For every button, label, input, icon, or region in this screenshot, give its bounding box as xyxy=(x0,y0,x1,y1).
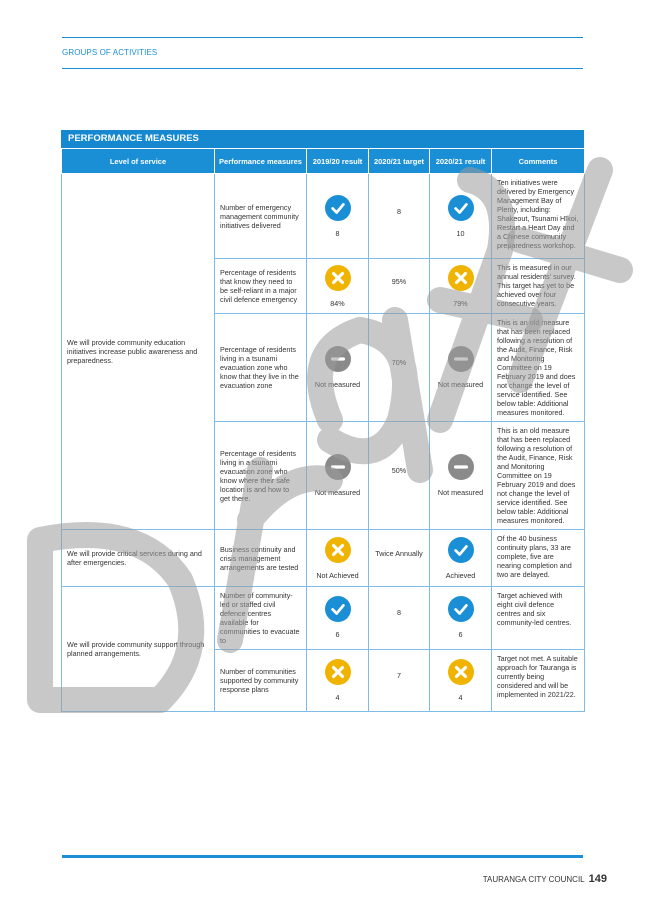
result-1920-cell: 84% xyxy=(306,258,369,314)
result-1920-cell-value: Not measured xyxy=(314,380,361,389)
result-1920-cell-value: 84% xyxy=(330,299,345,308)
result-2021-cell: 4 xyxy=(429,649,492,712)
check-icon xyxy=(324,195,351,221)
result-2021-cell: 79% xyxy=(429,258,492,314)
check-icon xyxy=(447,537,474,563)
table-row: Number of communities supported by commu… xyxy=(62,649,585,712)
level-of-service-cell: We will provide critical services during… xyxy=(61,529,215,587)
comment-cell: This is an old measure that has been rep… xyxy=(491,313,585,422)
check-icon xyxy=(447,195,474,221)
comment-cell: This is an old measure that has been rep… xyxy=(491,421,585,530)
target-2021-cell: 8 xyxy=(368,586,430,650)
target-2021-cell: Twice Annually xyxy=(368,529,430,587)
result-2021-cell: 10 xyxy=(429,173,492,259)
page-number: 149 xyxy=(588,873,607,885)
target-2021-value: 7 xyxy=(397,671,401,680)
minus-icon xyxy=(324,346,351,372)
target-2021-cell: 95% xyxy=(368,258,430,314)
result-1920-cell-value: Not Achieved xyxy=(316,571,359,580)
target-2021-value: 70% xyxy=(391,358,407,367)
header-bottom-rule xyxy=(62,68,583,69)
table-row: We will provide community education init… xyxy=(61,173,585,530)
footer-rule xyxy=(62,855,583,858)
result-2021-cell: Not measured xyxy=(429,313,492,422)
result-2021-cell: 6 xyxy=(429,586,492,650)
result-1920-cell-value: 4 xyxy=(335,693,340,702)
target-2021-value: Twice Annually xyxy=(375,549,423,558)
table-row: We will provide community support throug… xyxy=(61,586,585,712)
comment-cell: Of the 40 business continuity plans, 33 … xyxy=(491,529,585,587)
target-2021-cell: 8 xyxy=(368,173,430,259)
result-2021-cell-value: 6 xyxy=(458,630,463,639)
measure-cell: Number of emergency management community… xyxy=(214,173,307,259)
cross-icon xyxy=(447,265,474,291)
target-2021-value: 8 xyxy=(397,608,401,617)
result-1920-cell: Not measured xyxy=(306,421,369,530)
target-2021-value: 95% xyxy=(391,277,407,286)
check-icon xyxy=(447,596,474,622)
result-2021-cell-value: Achieved xyxy=(445,571,476,580)
minus-icon xyxy=(324,454,351,480)
check-icon xyxy=(324,596,351,622)
performance-measures-table: Level of service Performance measures 20… xyxy=(61,148,585,712)
result-2021-cell-value: 10 xyxy=(456,229,465,238)
section-title: GROUPS OF ACTIVITIES xyxy=(62,48,158,57)
col-header-target-2021: 2020/21 target xyxy=(368,148,430,174)
result-1920-cell: 4 xyxy=(306,649,369,712)
level-of-service-cell: We will provide community support throug… xyxy=(61,586,215,712)
result-2021-cell: Not measured xyxy=(429,421,492,530)
result-1920-cell: Not Achieved xyxy=(306,529,369,587)
target-2021-cell: 50% xyxy=(368,421,430,530)
cross-icon xyxy=(324,537,351,563)
measure-cell: Business continuity and crisis managemen… xyxy=(214,529,307,587)
measure-cell: Number of community-led or staffed civil… xyxy=(214,586,307,650)
comment-cell: Target achieved with eight civil defence… xyxy=(491,586,585,650)
result-1920-cell-value: Not measured xyxy=(314,488,361,497)
minus-icon xyxy=(447,454,474,480)
col-header-level: Level of service xyxy=(61,148,215,174)
table-row: We will provide critical services during… xyxy=(61,529,585,587)
comment-cell: This is measured in our annual residents… xyxy=(491,258,585,314)
result-2021-cell-value: Not measured xyxy=(437,488,484,497)
result-1920-cell-value: 8 xyxy=(335,229,340,238)
target-2021-value: 50% xyxy=(391,466,407,475)
result-1920-cell-value: 6 xyxy=(335,630,340,639)
result-2021-cell-value: 79% xyxy=(453,299,468,308)
result-1920-cell: 8 xyxy=(306,173,369,259)
footer-org: TAURANGA CITY COUNCIL xyxy=(482,875,585,884)
cross-icon xyxy=(324,659,351,685)
measure-cell: Percentage of residents living in a tsun… xyxy=(214,313,307,422)
result-1920-cell: 6 xyxy=(306,586,369,650)
performance-measures-table-wrap: PERFORMANCE MEASURES Level of service Pe… xyxy=(61,130,585,712)
level-of-service-cell: We will provide community education init… xyxy=(61,173,215,530)
header-row: Level of service Performance measures 20… xyxy=(61,148,585,174)
result-2021-cell: Achieved xyxy=(429,529,492,587)
table-title: PERFORMANCE MEASURES xyxy=(61,130,584,148)
target-2021-cell: 7 xyxy=(368,649,430,712)
result-2021-cell-value: 4 xyxy=(458,693,463,702)
target-2021-cell: 70% xyxy=(368,313,430,422)
result-2021-cell-value: Not measured xyxy=(437,380,484,389)
measure-cell: Percentage of residents that know they n… xyxy=(214,258,307,314)
comment-cell: Target not met. A suitable approach for … xyxy=(491,649,585,712)
header-top-rule xyxy=(62,37,583,38)
col-header-measure: Performance measures xyxy=(214,148,307,174)
result-1920-cell: Not measured xyxy=(306,313,369,422)
col-header-result-1920: 2019/20 result xyxy=(306,148,369,174)
measure-cell: Percentage of residents living in a tsun… xyxy=(214,421,307,530)
cross-icon xyxy=(447,659,474,685)
target-2021-value: 8 xyxy=(397,207,401,216)
col-header-result-2021: 2020/21 result xyxy=(429,148,492,174)
col-header-comments: Comments xyxy=(491,148,585,174)
measure-cell: Number of communities supported by commu… xyxy=(214,649,307,712)
comment-cell: Ten initiatives were delivered by Emerge… xyxy=(491,173,585,259)
cross-icon xyxy=(324,265,351,291)
minus-icon xyxy=(447,346,474,372)
